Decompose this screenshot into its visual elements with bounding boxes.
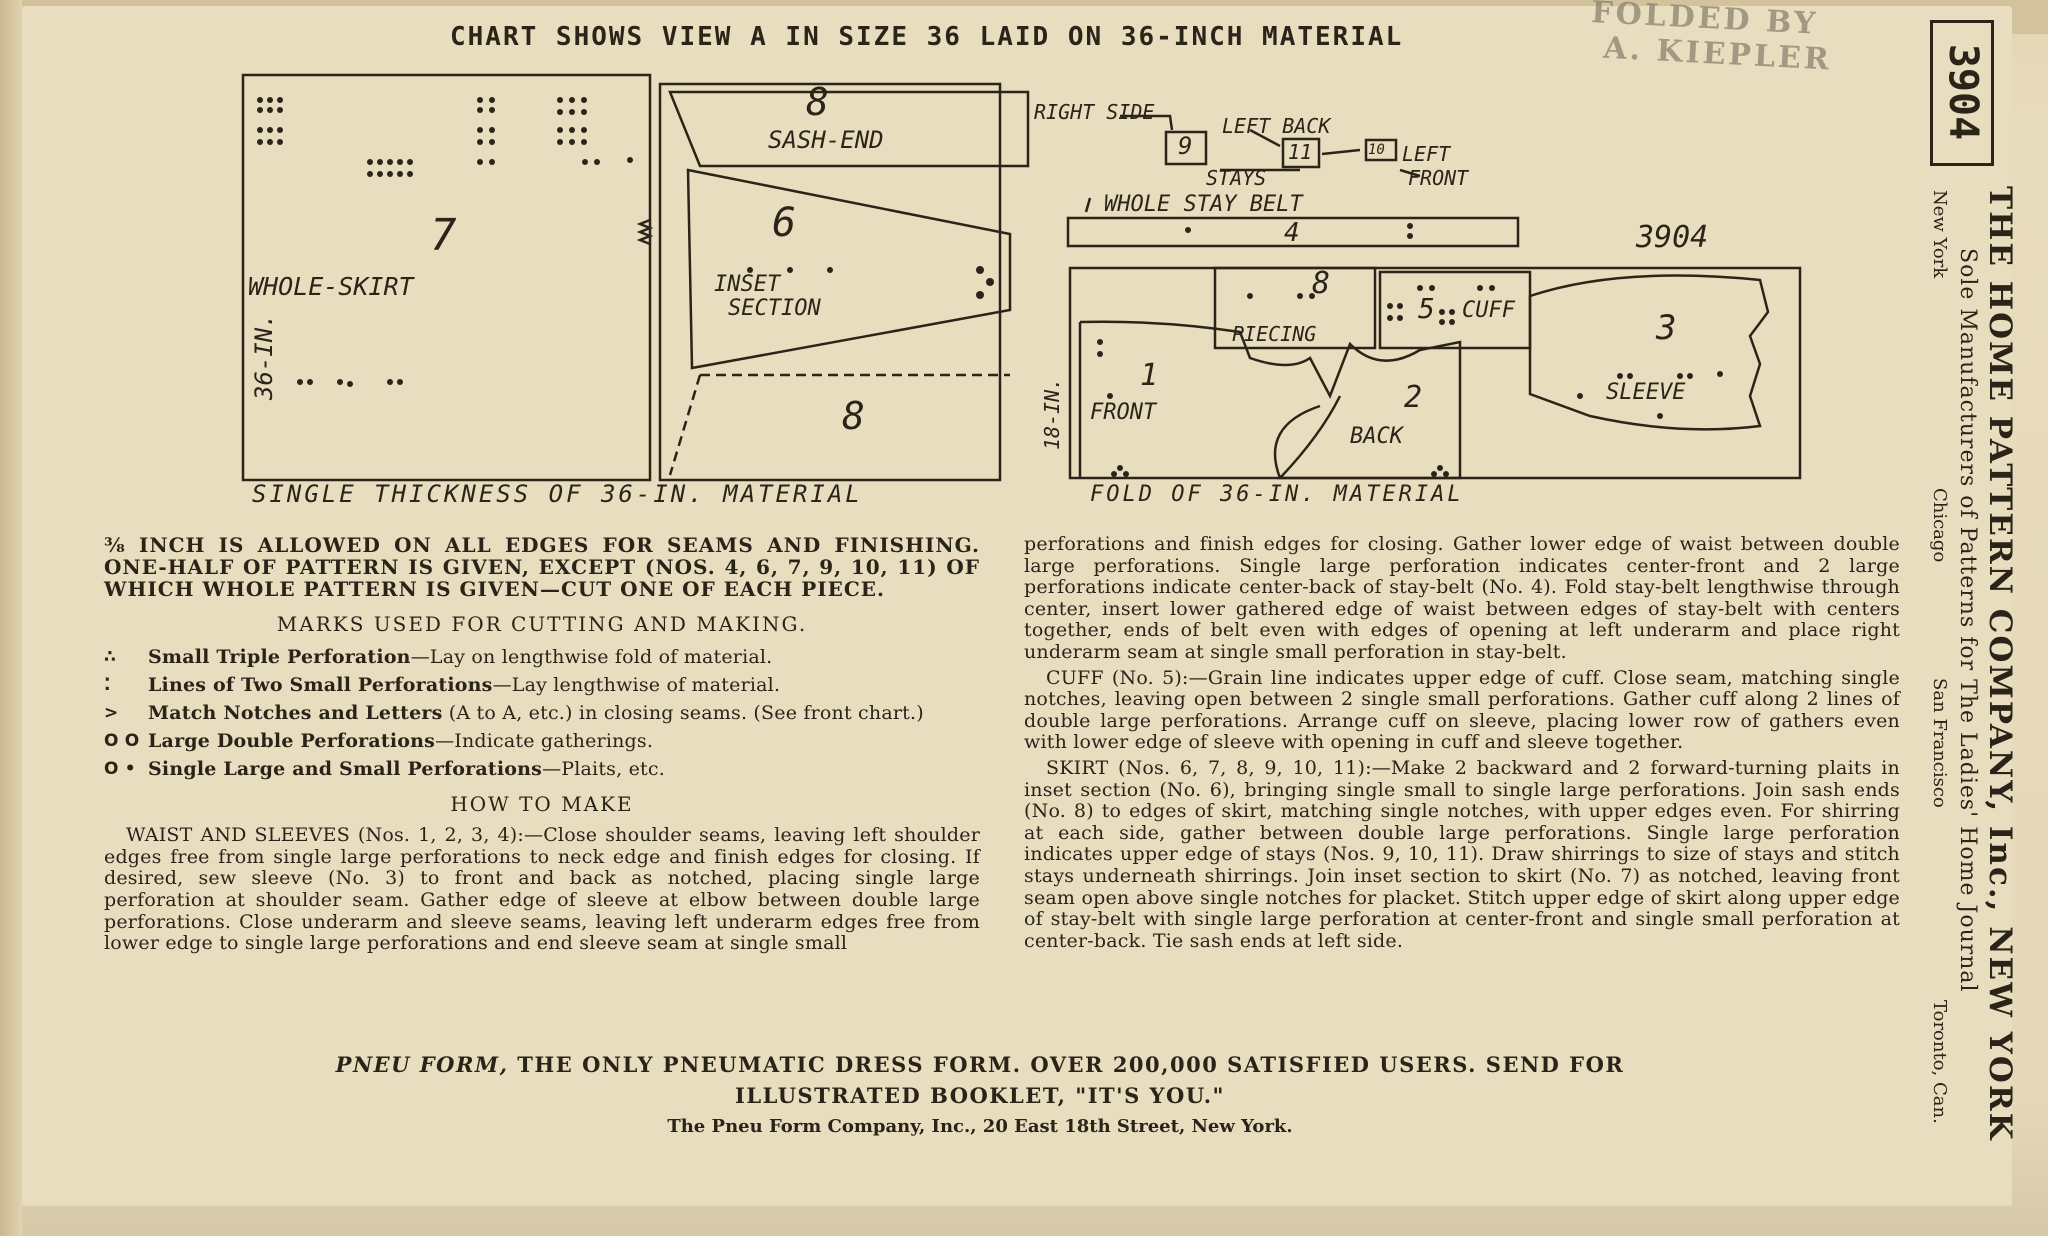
triple-perforation-icon: ∴: [104, 646, 117, 667]
piece-6-number: 6: [772, 200, 797, 246]
left-chart-bottom-label: SINGLE THICKNESS OF 36-IN. MATERIAL: [252, 480, 863, 508]
stay-left-front-line1: LEFT: [1402, 142, 1451, 166]
right-chart-bottom-label: FOLD OF 36-IN. MATERIAL: [1090, 482, 1464, 507]
large-double-perforation-icon: O O: [104, 730, 140, 751]
piece-8-top-name: SASH-END: [768, 126, 884, 154]
mark-name: Small Triple Perforation: [148, 645, 411, 668]
envelope-sheet: [22, 6, 2012, 1206]
cuff-instructions: CUFF (No. 5):—Grain line indicates upper…: [1024, 666, 1900, 754]
stay-left-back-label: LEFT BACK: [1222, 114, 1331, 138]
piece-7-number: 7: [430, 210, 457, 261]
company-subtitle: Sole Manufacturers of Patterns for The L…: [1955, 248, 1980, 993]
stay-left-front-line2: FRONT: [1408, 166, 1469, 190]
city-new-york: New York: [1929, 190, 1950, 279]
folded-by-stamp: FOLDED BY A. KIEPLER: [1588, 0, 1862, 87]
mark-name: Lines of Two Small Perforations: [148, 673, 493, 696]
mark-name: Match Notches and Letters: [148, 701, 443, 724]
city-san-francisco: San Francisco: [1929, 678, 1950, 808]
mark-description: —Indicate gatherings.: [435, 729, 654, 752]
advertisement-line-2: ILLUSTRATED BOOKLET, "IT'S YOU.": [735, 1083, 1225, 1108]
piece-2-number: 2: [1404, 380, 1423, 415]
piece-6-name-line2: SECTION: [728, 296, 821, 321]
left-instructions-column: ⅜ INCH IS ALLOWED ON ALL EDGES FOR SEAMS…: [104, 534, 980, 955]
large-small-perforation-icon: O •: [104, 758, 136, 779]
pneu-form-advertisement: PNEU FORM, THE ONLY PNEUMATIC DRESS FORM…: [240, 1052, 1720, 1137]
stay-right-side-label: RIGHT SIDE: [1034, 100, 1155, 124]
belt-number: 4: [1284, 218, 1300, 248]
mark-description: (A to A, etc.) in closing seams. (See fr…: [442, 701, 924, 724]
whole-stay-belt-label: WHOLE STAY BELT: [1104, 192, 1303, 217]
two-perforations-icon: ⁚: [104, 674, 111, 695]
envelope-edge: [0, 0, 22, 1236]
left-cutting-chart: [241, 73, 1030, 482]
advertisement-address: The Pneu Form Company, Inc., 20 East 18t…: [667, 1116, 1293, 1137]
mark-row-large-double: O O Large Double Perforations—Indicate g…: [104, 730, 980, 752]
piece-8-piecing-number: 8: [1312, 266, 1331, 301]
notch-arrow-icon: >: [104, 702, 119, 723]
piece-8-bottom-number: 8: [842, 394, 865, 438]
mark-row-single-large-small: O • Single Large and Small Perforations—…: [104, 758, 980, 780]
piece-1-number: 1: [1140, 358, 1159, 393]
mark-name: Single Large and Small Perforations: [148, 757, 543, 780]
piece-8-piecing-name: PIECING: [1232, 322, 1317, 346]
mark-name: Large Double Perforations: [148, 729, 436, 752]
skirt-instructions: SKIRT (Nos. 6, 7, 8, 9, 10, 11):—Make 2 …: [1024, 756, 1900, 952]
left-chart-side-label: 36-IN.: [250, 313, 278, 400]
marks-heading: MARKS USED FOR CUTTING AND MAKING.: [276, 612, 808, 636]
pneu-form-brand: PNEU FORM,: [335, 1052, 509, 1077]
city-chicago: Chicago: [1929, 488, 1950, 563]
stay-10-number: 10: [1368, 142, 1385, 158]
waist-continued-instructions: perforations and finish edges for closin…: [1024, 533, 1900, 663]
mark-description: —Plaits, etc.: [542, 757, 665, 780]
seam-allowance-intro: ⅜ INCH IS ALLOWED ON ALL EDGES FOR SEAMS…: [104, 533, 980, 601]
piece-8-top-number: 8: [806, 80, 829, 124]
right-instructions-column: perforations and finish edges for closin…: [1024, 533, 1900, 952]
mark-row-notches: > Match Notches and Letters (A to A, etc…: [104, 702, 980, 724]
stays-label: STAYS: [1206, 166, 1267, 190]
stay-11-number: 11: [1288, 140, 1313, 164]
mark-description: —Lay lengthwise of material.: [492, 673, 781, 696]
piece-3-number: 3: [1656, 308, 1677, 348]
stay-9-number: 9: [1178, 132, 1193, 160]
piece-2-name: BACK: [1350, 424, 1403, 449]
piece-3-name: SLEEVE: [1606, 380, 1686, 405]
piece-5-name: CUFF: [1462, 298, 1515, 323]
pattern-number: 3904: [1940, 43, 1986, 141]
chart-title: CHART SHOWS VIEW A IN SIZE 36 LAID ON 36…: [450, 22, 1404, 52]
advertisement-line-1: THE ONLY PNEUMATIC DRESS FORM. OVER 200,…: [508, 1052, 1625, 1077]
mark-row-triple: ∴ Small Triple Perforation—Lay on length…: [104, 646, 980, 668]
piece-7-name: WHOLE-SKIRT: [248, 272, 414, 301]
mark-description: —Lay on lengthwise fold of material.: [410, 645, 773, 668]
piece-1-name: FRONT: [1090, 400, 1157, 425]
piece-5-number: 5: [1418, 292, 1435, 325]
right-chart-side-label: 18-IN.: [1040, 377, 1064, 450]
waist-sleeves-instructions: WAIST AND SLEEVES (Nos. 1, 2, 3, 4):—Clo…: [104, 824, 980, 955]
how-to-make-heading: HOW TO MAKE: [450, 791, 634, 816]
pattern-number-box: 3904: [1930, 20, 1994, 166]
company-name: THE HOME PATTERN COMPANY, Inc., NEW YORK: [1982, 186, 2018, 1142]
mark-row-two-small: ⁚ Lines of Two Small Perforations—Lay le…: [104, 674, 980, 696]
right-chart-pattern-number: 3904: [1636, 220, 1709, 255]
right-cutting-chart: [1066, 114, 1802, 480]
piece-6-name-line1: INSET: [714, 272, 781, 297]
city-toronto: Toronto, Can.: [1929, 1000, 1950, 1124]
